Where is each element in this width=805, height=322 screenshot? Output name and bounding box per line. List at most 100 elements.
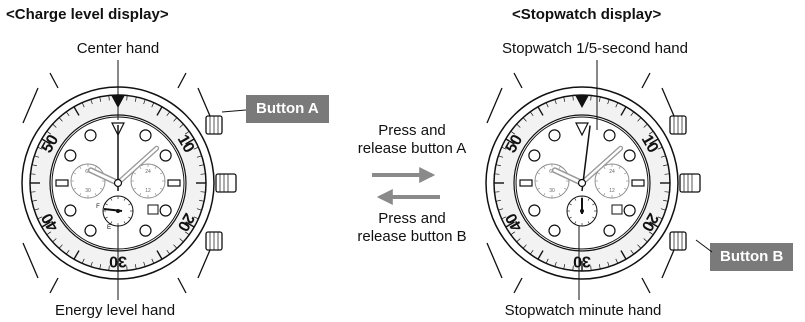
subdial-tick [568, 216, 572, 219]
bezel-tick [58, 244, 63, 249]
bezel-tick [151, 258, 155, 264]
bezel-tick [126, 95, 128, 101]
bezel-tick [637, 244, 642, 249]
bezel-tick [37, 216, 43, 220]
bezel-tick [505, 221, 515, 228]
bezel-tick [108, 265, 110, 271]
bezel-tick [643, 123, 648, 128]
bezel-tick [173, 244, 178, 249]
bezel-tick [495, 199, 501, 202]
bezel-tick [166, 249, 171, 255]
bezel-tick [199, 199, 205, 202]
bezel-tick [52, 123, 57, 128]
date-window [611, 204, 623, 215]
hour-marker [623, 204, 636, 217]
subdial-tick [128, 216, 132, 219]
bezel-tick [196, 208, 202, 211]
bezel-tick [108, 95, 110, 101]
bezel-tick [660, 155, 666, 158]
subdial-tick [558, 192, 561, 196]
bezel-tick [598, 96, 601, 102]
subdial-label-60: 60 [549, 169, 555, 175]
subdial-tick [587, 221, 590, 225]
bezel-tick [73, 250, 80, 260]
bezel-tick [522, 244, 527, 249]
bezel-tick [660, 208, 666, 211]
bezel-tick [516, 238, 521, 243]
subdial-tick [123, 197, 126, 201]
bezel-number: 20 [638, 210, 662, 234]
bezel-tick [663, 199, 669, 202]
hour-marker [548, 129, 561, 142]
subdial-tick [597, 172, 601, 175]
bezel-tick [184, 231, 190, 236]
bezel-tick [554, 99, 557, 105]
bezel-tick [179, 238, 184, 243]
bezel-tick [643, 238, 648, 243]
button-a-badge: Button A [246, 95, 329, 123]
bezel-tick [615, 102, 619, 108]
subdial-tick [154, 192, 157, 196]
bezel-tick [200, 191, 206, 193]
subdial-tick [104, 203, 108, 206]
bezel-tick [143, 99, 146, 105]
bezel-tick [200, 173, 206, 175]
bezel-tick [620, 250, 627, 260]
subdial-label-24: 24 [609, 169, 615, 175]
subdial-tick [159, 187, 163, 190]
bezel-number: 10 [638, 132, 662, 156]
subdial-tick [574, 197, 577, 201]
bezel-tick [73, 106, 80, 116]
bezel-tick [598, 264, 601, 270]
bezel-tick [529, 111, 534, 117]
subdial-label-30: 30 [85, 188, 91, 194]
hour-marker [528, 204, 541, 217]
bezel-tick [607, 99, 610, 105]
hour-marker [603, 224, 616, 237]
subdial-tick [123, 221, 126, 225]
bezel-tick [649, 138, 659, 145]
bezel-tick [630, 111, 635, 117]
subdial-tick [79, 166, 82, 170]
energy-level-hand-label: Energy level hand [54, 302, 176, 319]
subdial-label-24: 24 [145, 169, 151, 175]
bezel-tick [648, 231, 654, 236]
bezel-tick [649, 221, 659, 228]
subdial-tick [154, 166, 157, 170]
subdial-tick [623, 172, 627, 175]
bezel-tick [545, 258, 549, 264]
marker-12 [575, 122, 589, 137]
bezel-tick [590, 265, 592, 271]
bezel-tick [494, 173, 500, 175]
bezel-tick [590, 95, 592, 101]
crown-icon [215, 173, 237, 193]
subdial-tick [537, 187, 541, 190]
subdial-tick [537, 172, 541, 175]
bezel-tick [81, 102, 85, 108]
minute-hand-inner [580, 147, 622, 185]
bezel-tick [516, 123, 521, 128]
bezel-tick [134, 96, 137, 102]
bezel-number: 40 [39, 210, 63, 234]
bezel-tick [99, 96, 102, 102]
bezel-tick [501, 146, 507, 150]
date-window [147, 204, 159, 215]
subdial-tick [110, 221, 113, 225]
press-b-line2: release button B [357, 228, 467, 245]
bezel-tick [99, 264, 102, 270]
crown-icon [679, 173, 701, 193]
bezel-number: 40 [503, 210, 527, 234]
subdial-tick [592, 203, 596, 206]
hour-marker [139, 224, 152, 237]
bezel-tick [52, 238, 57, 243]
subdial-label-60: 60 [85, 169, 91, 175]
subdial-pin [580, 209, 584, 213]
bezel-number: 20 [174, 210, 198, 234]
subdial-tick [73, 172, 77, 175]
subdial-tick [543, 166, 546, 170]
case-lugs [22, 87, 214, 279]
hour-marker [64, 204, 77, 217]
bezel-tick [184, 130, 190, 135]
